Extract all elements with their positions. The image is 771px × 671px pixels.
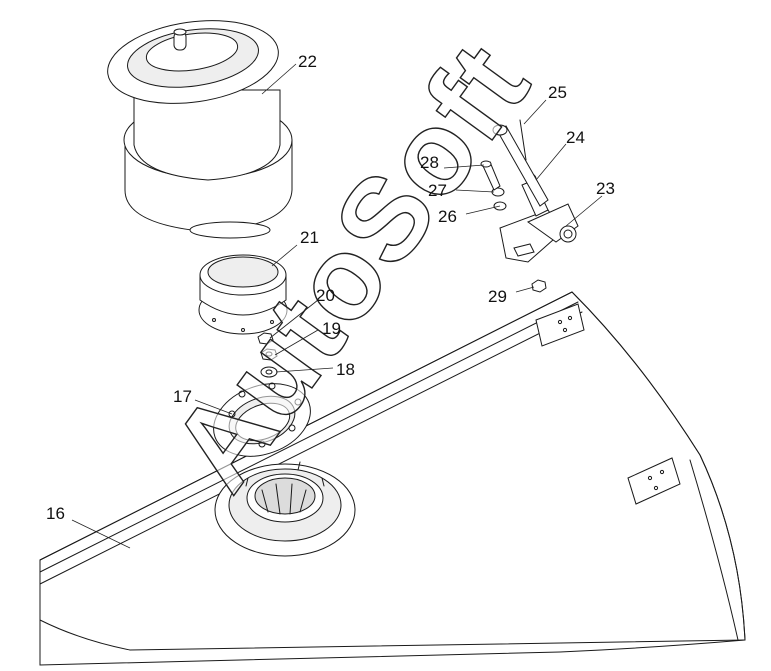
callout-26: 26 — [438, 207, 457, 226]
callout-18: 18 — [336, 360, 355, 379]
bracket-23 — [499, 203, 579, 263]
callout-21: 21 — [300, 228, 319, 247]
callout-20: 20 — [316, 286, 335, 305]
callout-28: 28 — [420, 153, 439, 172]
callout-22: 22 — [298, 52, 317, 71]
pin-25 — [492, 119, 549, 207]
callout-29: 29 — [488, 287, 507, 306]
callout-labels: 16 17 18 19 20 21 22 23 24 25 26 27 28 2… — [46, 52, 615, 523]
callout-24: 24 — [566, 128, 585, 147]
nut-19 — [260, 348, 278, 361]
tank-body — [39, 291, 746, 666]
adapter-21 — [198, 254, 288, 335]
callout-25: 25 — [548, 83, 567, 102]
callout-23: 23 — [596, 179, 615, 198]
callout-16: 16 — [46, 504, 65, 523]
screw-20 — [257, 332, 274, 345]
filler-neck — [214, 461, 356, 557]
bolt-28 — [480, 160, 501, 191]
air-cleaner-22 — [107, 20, 293, 239]
nut-29 — [531, 279, 547, 293]
flange-17 — [213, 382, 311, 457]
leader-lines — [71, 63, 603, 549]
callout-17: 17 — [173, 387, 192, 406]
callout-19: 19 — [322, 319, 341, 338]
callout-27: 27 — [428, 181, 447, 200]
